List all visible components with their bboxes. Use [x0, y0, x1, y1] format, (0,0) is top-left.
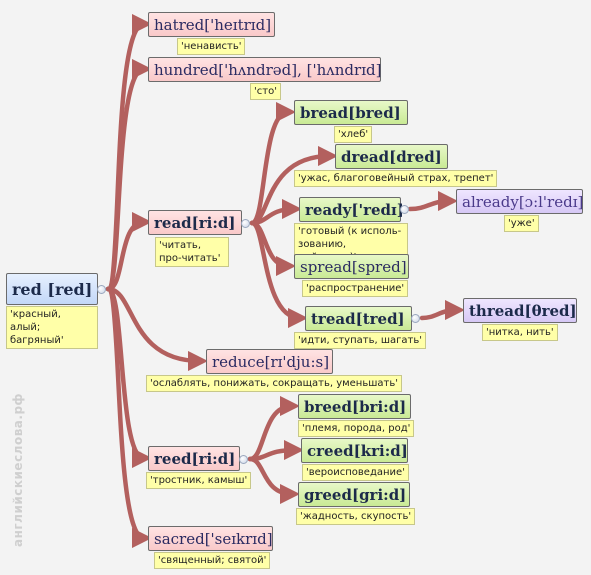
node-dread-gloss: 'ужас, благоговейный страх, трепет'	[294, 170, 498, 187]
node-greed[interactable]: greed [gri:d]	[298, 482, 410, 507]
node-red-collapse-toggle[interactable]	[97, 285, 106, 294]
node-tread-word: tread	[311, 309, 356, 328]
node-red[interactable]: red [red]	[6, 273, 98, 305]
link-red-hundred	[105, 58, 153, 292]
node-breed[interactable]: breed [bri:d]	[298, 394, 411, 419]
node-read-gloss: 'читать, про-читать'	[155, 237, 229, 267]
node-reed-word: reed	[154, 449, 192, 468]
node-greed-ipa: [gri:d]	[351, 485, 407, 504]
node-ready-word: ready	[305, 200, 352, 219]
node-thread-gloss: 'нитка, нить'	[482, 324, 558, 341]
node-greed-gloss: 'жадность, скупость'	[296, 508, 416, 525]
node-read[interactable]: read [ri:d]	[148, 210, 242, 235]
node-hatred-word: hatred	[154, 15, 205, 34]
link-reed-greed	[247, 456, 301, 505]
node-ready[interactable]: ready ['redɪ]	[299, 197, 404, 222]
node-reed-ipa: [ri:d]	[191, 449, 236, 468]
site-watermark: английскиеслова.рф	[11, 393, 25, 547]
node-reduce[interactable]: reduce [rɪ'dju:s]	[206, 349, 333, 374]
node-reduce-word: reduce	[212, 352, 265, 371]
node-reed-gloss: 'тростник, камыш'	[146, 472, 252, 489]
node-bread-ipa: [bred]	[348, 103, 401, 122]
link-read-bread	[249, 101, 297, 226]
node-dread[interactable]: dread [dred]	[335, 144, 448, 169]
node-creed-word: creed	[307, 441, 354, 460]
node-ready-collapse-toggle[interactable]	[400, 205, 409, 214]
node-creed[interactable]: creed [kri:d]	[301, 438, 408, 463]
node-greed-word: greed	[304, 485, 352, 504]
node-hundred-gloss: 'сто'	[250, 83, 281, 100]
node-ready-ipa: ['redɪ]	[351, 200, 404, 219]
link-red-sacred	[105, 286, 153, 549]
node-hatred-gloss: 'ненависть'	[177, 38, 246, 55]
node-reduce-gloss: 'ослаблять, понижать, сокращать, уменьша…	[146, 375, 402, 392]
link-ready-already	[407, 190, 459, 212]
node-bread-word: bread	[300, 103, 349, 122]
node-breed-gloss: 'племя, порода, род'	[298, 420, 415, 437]
node-tread-ipa: [tred]	[355, 309, 405, 328]
link-red-read	[105, 211, 153, 292]
node-tread-collapse-toggle[interactable]	[411, 314, 420, 323]
node-thread-ipa: [θred]	[524, 301, 577, 320]
node-spread-word: spread	[300, 257, 352, 276]
node-already-word: already	[462, 192, 519, 211]
node-hundred[interactable]: hundred ['hʌndrəd], ['hʌndrɪd]	[148, 57, 381, 82]
node-reed-collapse-toggle[interactable]	[239, 455, 248, 464]
node-hundred-word: hundred	[154, 60, 219, 79]
node-breed-word: breed	[304, 397, 352, 416]
node-tread[interactable]: tread [tred]	[305, 306, 412, 331]
link-red-reduce	[105, 286, 209, 372]
node-red-ipa: [red]	[47, 279, 93, 299]
node-read-ipa: [ri:d]	[191, 213, 236, 232]
node-already-ipa: [ɔ:l'redɪ]	[518, 192, 584, 211]
node-spread-gloss: 'распространение'	[302, 280, 409, 297]
node-reduce-ipa: [rɪ'dju:s]	[264, 352, 330, 371]
node-dread-ipa: [dred]	[389, 147, 442, 166]
node-sacred-word: sacred	[154, 529, 205, 548]
link-read-tread	[249, 220, 309, 329]
node-sacred-ipa: ['seɪkrɪd]	[204, 529, 273, 548]
node-red-gloss: 'красный, алый; багряный'	[6, 306, 98, 349]
node-thread-word: thread	[469, 301, 525, 320]
node-bread[interactable]: bread [bred]	[294, 100, 408, 125]
node-already-gloss: 'уже'	[504, 215, 539, 232]
node-read-collapse-toggle[interactable]	[241, 219, 250, 228]
node-hatred[interactable]: hatred ['heɪtrɪd]	[148, 12, 275, 37]
node-red-word: red	[12, 279, 42, 299]
node-thread[interactable]: thread [θred]	[463, 298, 577, 323]
node-sacred-gloss: 'священный; святой'	[154, 552, 271, 569]
node-spread-ipa: [spred]	[351, 257, 407, 276]
node-creed-gloss: 'вероисповедание'	[302, 464, 409, 481]
node-dread-word: dread	[341, 147, 390, 166]
node-spread[interactable]: spread [spred]	[294, 254, 409, 279]
node-sacred[interactable]: sacred ['seɪkrɪd]	[148, 526, 273, 551]
node-breed-ipa: [bri:d]	[351, 397, 407, 416]
node-bread-gloss: 'хлеб'	[334, 126, 373, 143]
node-already[interactable]: already [ɔ:l'redɪ]	[456, 189, 583, 214]
node-creed-ipa: [kri:d]	[353, 441, 408, 460]
node-tread-gloss: 'идти, ступать, шагать'	[294, 332, 426, 349]
node-read-word: read	[154, 213, 192, 232]
node-hatred-ipa: ['heɪtrɪd]	[204, 15, 272, 34]
link-tread-thread	[419, 299, 466, 321]
node-reed[interactable]: reed [ri:d]	[148, 446, 240, 471]
node-hundred-ipa: ['hʌndrəd], ['hʌndrɪd]	[218, 60, 382, 79]
